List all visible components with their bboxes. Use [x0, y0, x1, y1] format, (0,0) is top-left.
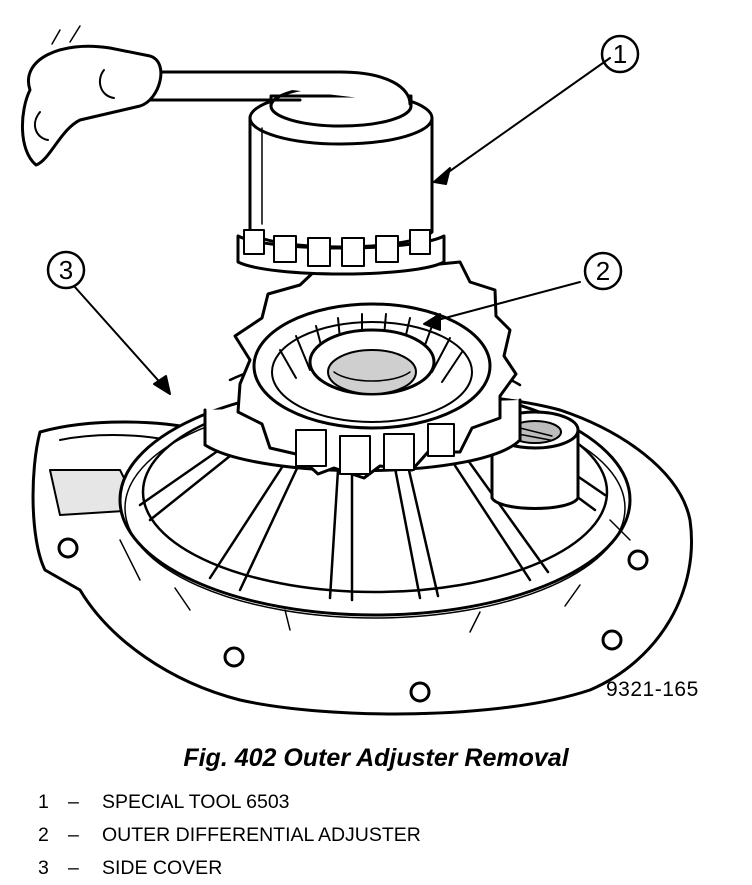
legend-item: 1 – SPECIAL TOOL 6503 — [38, 786, 421, 819]
legend: 1 – SPECIAL TOOL 6503 2 – OUTER DIFFEREN… — [38, 786, 421, 885]
legend-number: 2 — [38, 824, 49, 846]
legend-label: SPECIAL TOOL 6503 — [102, 791, 290, 813]
side-cover-drawing — [31, 354, 693, 716]
callout-2-number: 2 — [596, 256, 610, 286]
callout-1 — [600, 34, 640, 74]
figure-code: 9321-165 — [606, 678, 699, 701]
callout-3 — [46, 250, 86, 290]
exploded-view-illustration: 1 2 3 — [21, 25, 693, 716]
callout-1-number: 1 — [613, 39, 627, 69]
callout-3-number: 3 — [59, 255, 73, 285]
legend-number: 3 — [38, 857, 49, 879]
legend-item: 2 – OUTER DIFFERENTIAL ADJUSTER — [38, 819, 421, 852]
legend-label: SIDE COVER — [102, 857, 223, 879]
legend-dash: – — [68, 791, 79, 813]
legend-dash: – — [68, 824, 79, 846]
legend-number: 1 — [38, 791, 49, 813]
legend-item: 3 – SIDE COVER — [38, 852, 421, 885]
callout-2 — [583, 251, 623, 291]
callout-leaders — [73, 57, 611, 395]
figure-caption: Fig. 402 Outer Adjuster Removal — [183, 744, 569, 772]
special-tool-drawing — [21, 25, 446, 276]
outer-differential-adjuster-drawing — [233, 250, 518, 480]
legend-label: OUTER DIFFERENTIAL ADJUSTER — [102, 824, 421, 846]
legend-dash: – — [68, 857, 79, 879]
